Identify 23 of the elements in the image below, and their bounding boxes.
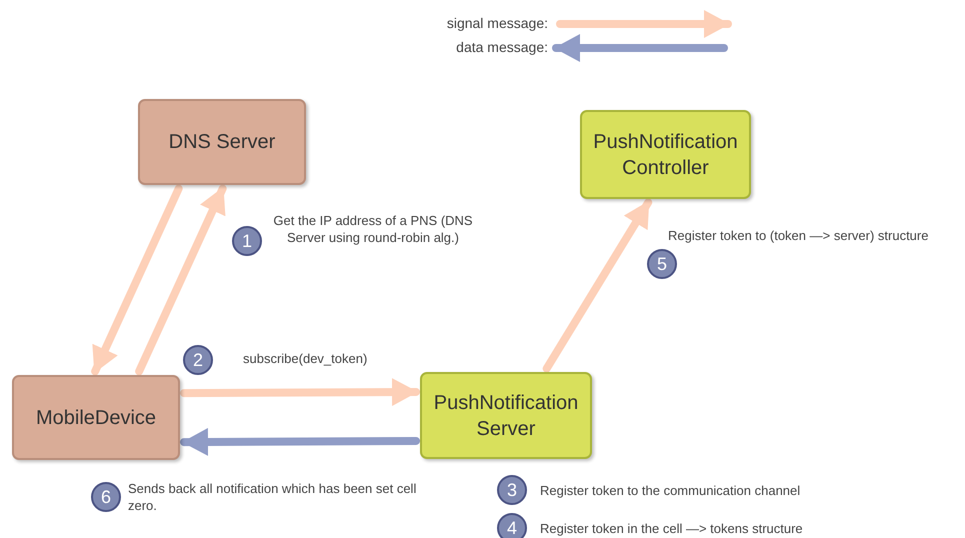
arrow xyxy=(91,184,183,376)
arrow xyxy=(180,378,420,406)
arrow xyxy=(542,198,652,373)
note-text: Register token in the cell —> tokens structure xyxy=(540,521,804,538)
note-text: Register token to (token —> server) structure xyxy=(668,228,930,245)
step-number: 1 xyxy=(232,226,262,256)
step-number: 6 xyxy=(91,482,121,512)
step-number: 5 xyxy=(647,249,677,279)
note-text: Get the IP address of a PNS (DNS Server using round-robin alg.) xyxy=(272,213,474,247)
edge-label: subscribe(dev_token) xyxy=(243,351,368,366)
arrow xyxy=(135,184,227,376)
note-text: Sends back all notification which has been set cell zero. xyxy=(128,481,418,515)
process-box: MobileDevice xyxy=(12,375,180,460)
step-number: 3 xyxy=(497,475,527,505)
legend-label: signal message: xyxy=(446,15,548,31)
step-number: 2 xyxy=(183,345,213,375)
process-box: PushNotification Server xyxy=(420,372,592,459)
legend-label: data message: xyxy=(455,39,548,55)
note-text: Register token to the communication channel xyxy=(540,483,802,500)
process-box: DNS Server xyxy=(138,99,306,185)
step-number: 4 xyxy=(497,513,527,538)
process-box: PushNotification Controller xyxy=(580,110,751,199)
arrow xyxy=(180,428,420,456)
